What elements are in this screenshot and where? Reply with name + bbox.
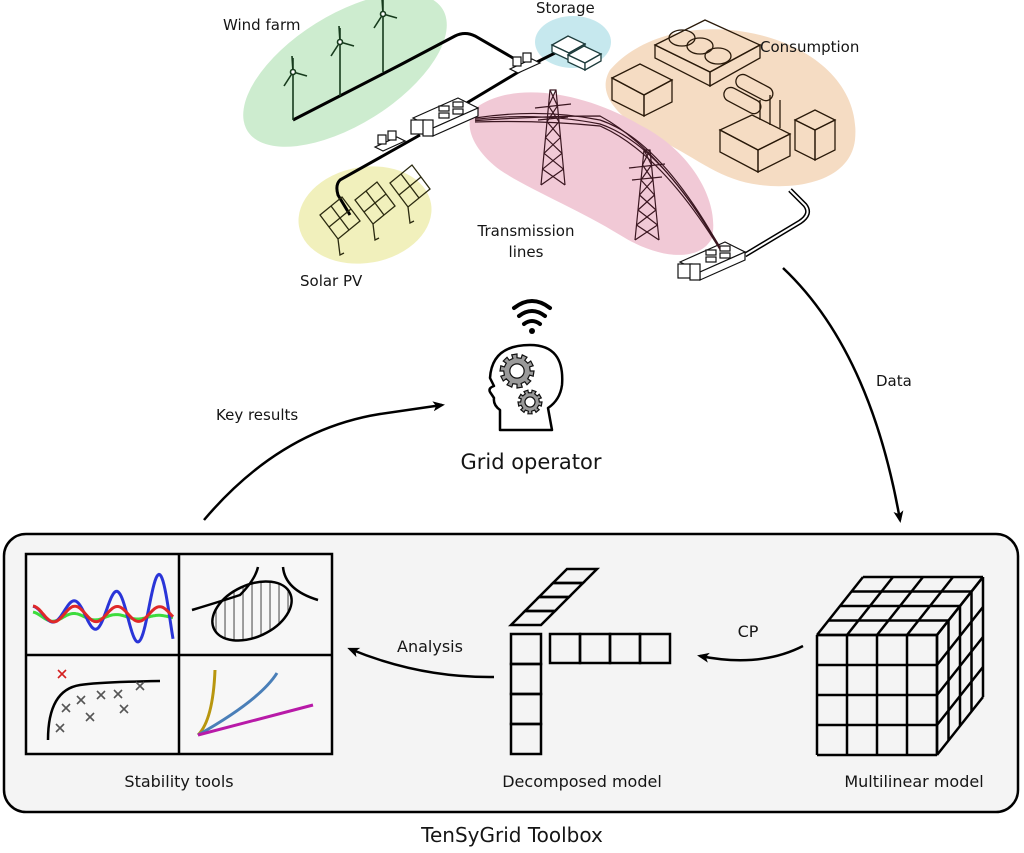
solar-cable — [335, 133, 421, 216]
boundary-curve — [46, 679, 161, 741]
stability-region-plot — [191, 566, 319, 642]
decomposed-model — [507, 567, 672, 756]
red-signal-line — [32, 604, 175, 624]
multilinear-model-label: Multilinear model — [844, 772, 983, 791]
stability-tools-label: Stability tools — [124, 772, 233, 791]
stable-point — [85, 712, 95, 722]
consumption-buildings — [610, 19, 837, 174]
solar-panel-icon — [354, 181, 396, 241]
storage-label: Storage — [536, 0, 595, 17]
substations — [410, 97, 747, 281]
wind-turbine-icon — [283, 55, 308, 120]
solar-pv-label: Solar PV — [300, 272, 363, 290]
transmission-tower-icon — [628, 149, 666, 241]
storage-icon — [550, 35, 603, 72]
transformer-icon — [508, 52, 542, 74]
transformer-icon — [373, 130, 407, 152]
transmission-region — [469, 92, 714, 255]
stable-point — [113, 689, 123, 699]
wifi-icon — [512, 299, 552, 334]
consumption-label: Consumption — [760, 38, 859, 56]
stable-point — [135, 681, 145, 691]
multilinear-model-cube — [815, 575, 985, 757]
gear-icon — [499, 353, 535, 389]
wind-cable — [292, 32, 521, 122]
head-with-gears-icon — [488, 343, 564, 432]
trajectory-curves-plot — [196, 669, 314, 737]
factor-vector-diagonal — [507, 567, 601, 627]
transmission-line — [474, 115, 721, 248]
toolbox-label: TenSyGrid Toolbox — [420, 823, 603, 847]
data-label: Data — [876, 372, 912, 390]
stable-point — [119, 704, 129, 714]
transmission-towers — [474, 89, 721, 250]
transformers — [373, 52, 542, 152]
stability-tools: Stability tools — [24, 552, 334, 791]
data-arrow — [782, 267, 904, 523]
transmission-line — [474, 112, 721, 249]
analysis-arrow — [347, 647, 495, 679]
consumption-region — [605, 29, 856, 187]
wind-farm-label: Wind farm — [223, 16, 300, 34]
substation-icon — [410, 97, 480, 137]
wind-turbine-icon — [373, 0, 398, 72]
substation-icon — [677, 241, 747, 281]
solar-pv-region — [298, 166, 432, 264]
solar-panel-icon — [389, 164, 431, 224]
factor-vector-horizontal — [548, 632, 672, 665]
factor-cell — [638, 632, 672, 665]
grid-operator: Grid operator — [460, 299, 602, 474]
stable-point — [96, 690, 106, 700]
steel-trajectory — [197, 672, 279, 737]
key-results-label: Key results — [216, 406, 298, 424]
cp-label: CP — [738, 622, 759, 641]
scatter-boundary-plot — [46, 669, 161, 741]
cp-arrow — [697, 644, 804, 663]
analysis-label: Analysis — [397, 637, 463, 656]
solar-panels — [319, 164, 431, 256]
oscillation-plot — [32, 572, 175, 644]
stable-point — [55, 723, 65, 733]
power-system-illustration: Wind farm Storage Consumption Solar PV T… — [223, 0, 859, 290]
solar-panel-icon — [319, 196, 361, 256]
transmission-line — [474, 120, 721, 250]
transmission-label-line2: lines — [509, 243, 544, 261]
wind-farm-region — [243, 0, 447, 147]
stable-point — [76, 695, 86, 705]
wind-turbine-icon — [330, 25, 355, 96]
factor-cell — [549, 567, 601, 585]
gear-icon — [517, 389, 543, 415]
factor-cell — [509, 722, 543, 756]
transmission-tower-icon — [534, 89, 572, 186]
stable-point — [61, 703, 71, 713]
key-results-arrow — [203, 401, 445, 521]
wind-turbines — [283, 0, 398, 120]
grid-operator-label: Grid operator — [460, 450, 601, 474]
decomposed-model-label: Decomposed model — [502, 772, 662, 791]
factor-vector-vertical — [509, 632, 543, 756]
magenta-trajectory — [197, 703, 314, 737]
unstable-point — [57, 669, 67, 679]
transmission-label-line1: Transmission — [477, 222, 575, 240]
